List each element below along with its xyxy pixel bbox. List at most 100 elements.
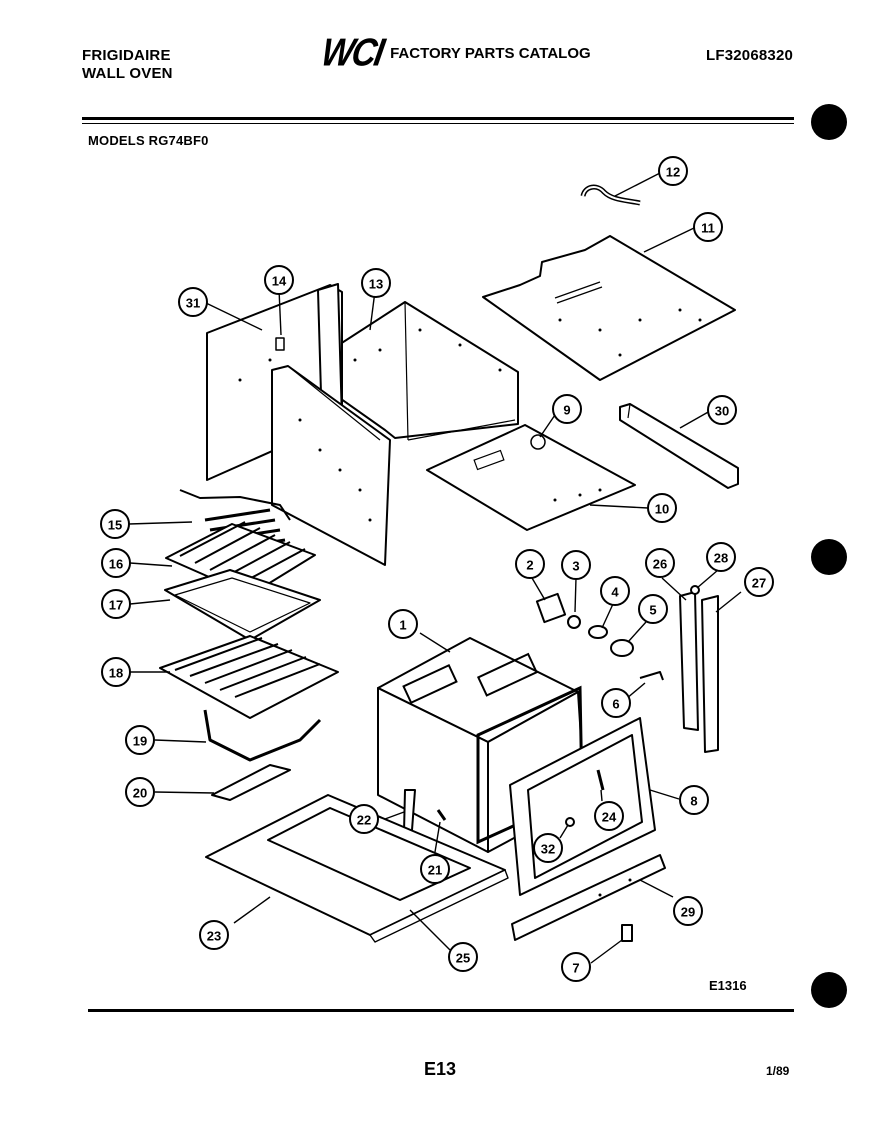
part-13-front-panel	[271, 365, 391, 566]
callout-5: 5	[638, 594, 668, 624]
callout-14: 14	[264, 265, 294, 295]
callout-25: 25	[448, 942, 478, 972]
svg-text:23: 23	[207, 929, 221, 944]
svg-text:10: 10	[655, 502, 669, 517]
svg-text:26: 26	[653, 557, 667, 572]
svg-text:24: 24	[602, 810, 617, 825]
binder-hole-bottom	[811, 972, 847, 1008]
svg-text:18: 18	[109, 666, 123, 681]
svg-text:3: 3	[572, 559, 579, 574]
binder-hole-middle	[811, 539, 847, 575]
svg-text:32: 32	[541, 842, 555, 857]
part-22-hinge	[403, 789, 416, 833]
svg-text:25: 25	[456, 951, 470, 966]
callout-15: 15	[100, 509, 130, 539]
callout-16: 16	[101, 548, 131, 578]
callout-11: 11	[693, 212, 723, 242]
part-18-oven-rack	[159, 635, 339, 719]
figure-code: E1316	[709, 978, 747, 993]
callout-22: 22	[349, 804, 379, 834]
callout-24: 24	[594, 801, 624, 831]
leader-lines	[128, 172, 742, 964]
callout-4: 4	[600, 576, 630, 606]
callout-13: 13	[361, 268, 391, 298]
part-3-nut	[567, 615, 581, 629]
callout-28: 28	[706, 542, 736, 572]
callout-3: 3	[561, 550, 591, 580]
part-10-bottom-plate	[426, 424, 636, 531]
svg-text:15: 15	[108, 518, 122, 533]
svg-text:1: 1	[399, 618, 406, 633]
callout-21: 21	[420, 854, 450, 884]
svg-text:17: 17	[109, 598, 123, 613]
part-32-screw	[565, 817, 575, 827]
callout-30: 30	[707, 395, 737, 425]
footer-rule	[88, 1009, 794, 1012]
svg-text:6: 6	[612, 697, 619, 712]
callout-6: 6	[601, 688, 631, 718]
svg-text:27: 27	[752, 576, 766, 591]
svg-text:20: 20	[133, 786, 147, 801]
brand-line-2: WALL OVEN	[82, 65, 173, 82]
callout-27: 27	[744, 567, 774, 597]
part-26-trim	[679, 591, 699, 731]
part-17-broiler-pan	[164, 569, 321, 641]
part-21-screw	[436, 809, 447, 821]
svg-text:7: 7	[572, 961, 579, 976]
part-5-lamp	[610, 639, 634, 657]
date-code: 1/89	[766, 1064, 790, 1078]
brand-label: FRIGIDAIRE WALL OVEN	[82, 47, 173, 83]
svg-text:29: 29	[681, 905, 695, 920]
part-27-trim	[701, 595, 719, 753]
svg-text:2: 2	[526, 558, 533, 573]
svg-text:11: 11	[701, 221, 715, 236]
svg-text:9: 9	[563, 403, 570, 418]
callout-7: 7	[561, 952, 591, 982]
svg-text:4: 4	[611, 585, 619, 600]
callout-1: 1	[388, 609, 418, 639]
page-number: E13	[424, 1059, 457, 1079]
svg-text:5: 5	[649, 603, 656, 618]
callout-19: 19	[125, 725, 155, 755]
svg-text:16: 16	[109, 557, 123, 572]
binder-hole-top	[811, 104, 847, 140]
part-11-top-panel	[482, 235, 736, 381]
part-29-vent-trim	[511, 854, 666, 941]
svg-text:22: 22	[357, 813, 371, 828]
callout-9: 9	[552, 394, 582, 424]
callout-12: 12	[658, 156, 688, 186]
part-2-thermostat	[535, 592, 567, 624]
callout-31: 31	[178, 287, 208, 317]
brand-line-1: FRIGIDAIRE	[82, 47, 171, 64]
callout-32: 32	[533, 833, 563, 863]
part-23-base-frame	[205, 794, 509, 943]
callout-2: 2	[515, 549, 545, 579]
callout-8: 8	[679, 785, 709, 815]
part-7-switch	[621, 924, 633, 942]
part-12-wire-harness	[580, 184, 641, 206]
svg-text:21: 21	[428, 863, 442, 878]
header-rule-bottom	[82, 123, 794, 124]
svg-text:30: 30	[715, 404, 729, 419]
part-6-clip	[639, 671, 664, 681]
catalog-header: WCI FACTORY PARTS CATALOG	[318, 31, 591, 75]
svg-text:8: 8	[690, 794, 697, 809]
svg-text:12: 12	[666, 165, 680, 180]
part-30-bracket	[619, 403, 739, 489]
callout-29: 29	[673, 896, 703, 926]
part-13-outer-wrapper	[299, 301, 519, 441]
callout-20: 20	[125, 777, 155, 807]
part-15-broil-element	[179, 489, 291, 552]
callout-26: 26	[645, 548, 675, 578]
svg-text:19: 19	[133, 734, 147, 749]
svg-text:14: 14	[272, 274, 287, 289]
part-19-bake-element	[203, 709, 322, 762]
svg-text:31: 31	[186, 296, 200, 311]
part-4-knob	[588, 625, 608, 639]
catalog-number: LF32068320	[706, 47, 794, 64]
callout-10: 10	[647, 493, 677, 523]
header-rule-top	[82, 117, 794, 120]
callout-23: 23	[199, 920, 229, 950]
catalog-title: FACTORY PARTS CATALOG	[390, 44, 591, 62]
